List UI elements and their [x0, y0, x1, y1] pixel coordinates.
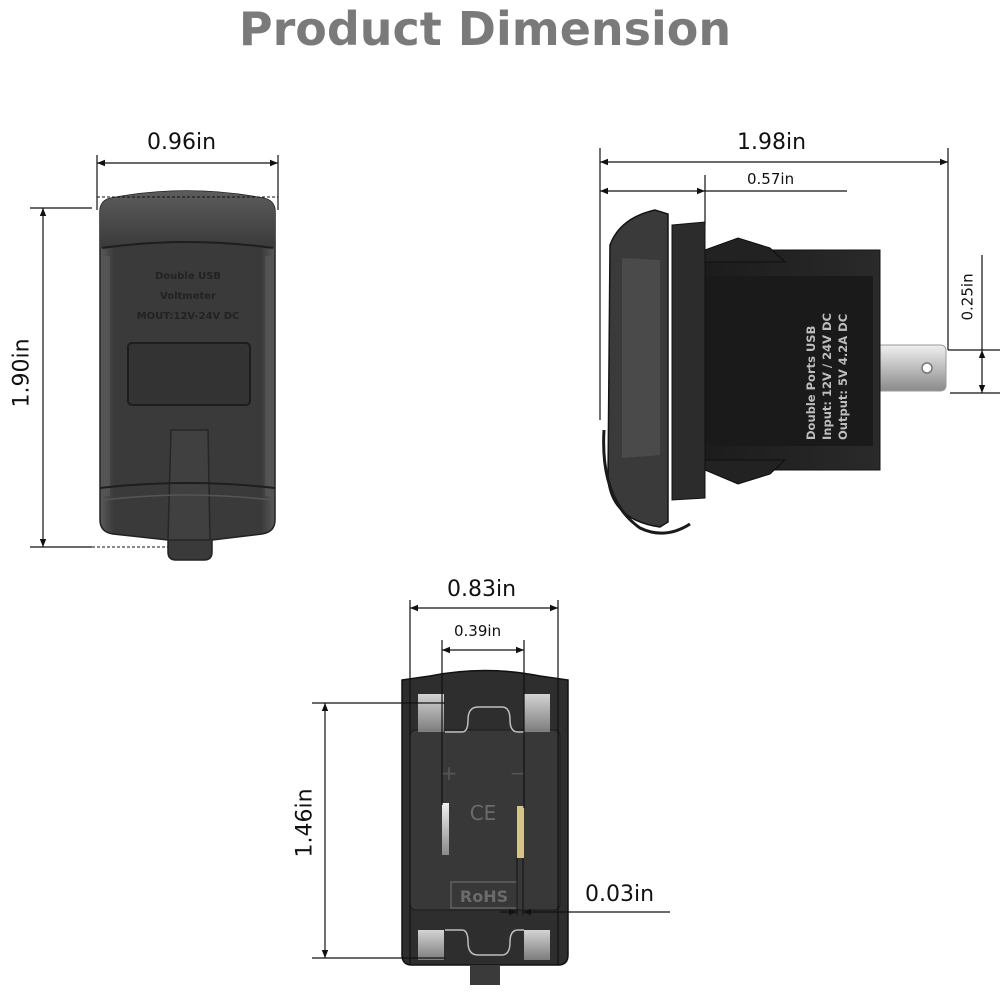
minus-marking: −	[510, 761, 527, 785]
side-terminal-label: 0.25in	[958, 273, 977, 321]
ce-marking: CE	[470, 801, 497, 825]
side-depth-label: 1.98in	[737, 130, 807, 155]
side-terminal-tab	[877, 344, 947, 392]
front-embossed-line-3: MOUT:12V-24V DC	[137, 311, 240, 322]
back-dimensions	[312, 600, 670, 965]
side-print-line-1: Double Ports USB	[804, 326, 818, 440]
back-height-label: 1.46in	[292, 788, 318, 858]
page-title: Product Dimension	[238, 2, 732, 56]
terminal-thickness-label: 0.03in	[585, 882, 655, 907]
side-view: Double Ports USB Input: 12V / 24V DC Out…	[602, 209, 947, 535]
front-width-label: 0.96in	[147, 130, 217, 155]
plus-marking: +	[441, 761, 458, 785]
front-dimensions	[30, 155, 279, 548]
usb-cover-tab	[167, 429, 211, 541]
back-terminal-spacing-label: 0.39in	[454, 622, 502, 640]
back-view: + − CE RoHS	[401, 669, 569, 985]
clip-top-right	[524, 694, 550, 732]
clip-bottom-left	[418, 930, 444, 960]
rohs-marking: RoHS	[460, 887, 508, 906]
clip-top-left	[418, 694, 444, 732]
voltmeter-window	[127, 342, 251, 406]
side-print-line-2: Input: 12V / 24V DC	[820, 313, 834, 440]
side-dimensions	[599, 148, 1000, 420]
back-width-label: 0.83in	[447, 577, 517, 602]
terminal-positive	[442, 803, 449, 855]
front-height-label: 1.90in	[9, 338, 35, 408]
clip-bottom-right	[524, 930, 550, 960]
terminal-negative	[517, 806, 524, 858]
front-view: Double USB Voltmeter MOUT:12V-24V DC	[99, 190, 276, 561]
side-bezel-label: 0.57in	[747, 170, 795, 188]
front-embossed-line-2: Voltmeter	[160, 291, 216, 302]
side-print-line-3: Output: 5V 4.2A DC	[836, 314, 850, 440]
front-embossed-line-1: Double USB	[155, 271, 221, 282]
